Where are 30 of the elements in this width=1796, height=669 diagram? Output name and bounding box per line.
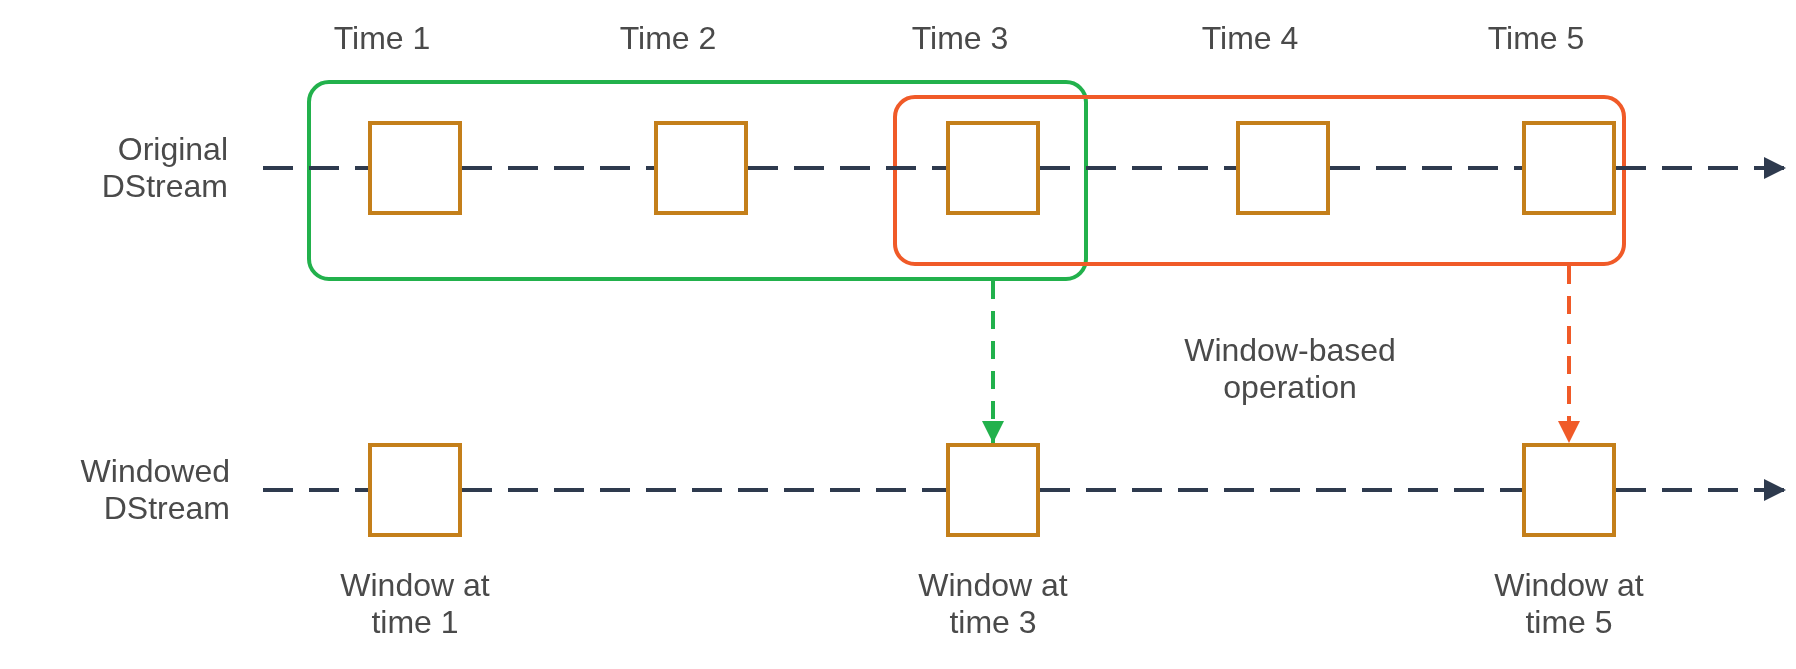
timeline-line bbox=[462, 488, 946, 492]
timeline-line bbox=[1330, 166, 1522, 170]
time-label: Time 4 bbox=[1200, 20, 1300, 57]
time-label: Time 3 bbox=[910, 20, 1010, 57]
timeline-line bbox=[462, 166, 654, 170]
window-caption: Window at time 1 bbox=[339, 567, 491, 641]
window-caption: Window at time 5 bbox=[1493, 567, 1645, 641]
window-frame bbox=[307, 80, 1088, 281]
timeline-arrow bbox=[1616, 479, 1786, 501]
timeline-line bbox=[263, 166, 368, 170]
data-square bbox=[1236, 121, 1330, 215]
timeline-line bbox=[748, 166, 946, 170]
operation-label: Window-based operation bbox=[1183, 332, 1397, 406]
data-square bbox=[1522, 121, 1616, 215]
time-label: Time 2 bbox=[618, 20, 718, 57]
stream-label: Windowed DStream bbox=[79, 453, 230, 527]
timeline-line bbox=[1040, 166, 1236, 170]
stream-label: Original DStream bbox=[100, 131, 228, 205]
timeline-arrow bbox=[1616, 157, 1786, 179]
data-square bbox=[368, 121, 462, 215]
timeline-line bbox=[263, 488, 368, 492]
time-label: Time 5 bbox=[1486, 20, 1586, 57]
timeline-line bbox=[1040, 488, 1522, 492]
window-caption: Window at time 3 bbox=[917, 567, 1069, 641]
window-arrow bbox=[1558, 266, 1580, 443]
data-square bbox=[654, 121, 748, 215]
data-square bbox=[946, 121, 1040, 215]
window-frame bbox=[893, 95, 1626, 266]
time-label: Time 1 bbox=[332, 20, 432, 57]
window-arrow bbox=[982, 281, 1004, 443]
